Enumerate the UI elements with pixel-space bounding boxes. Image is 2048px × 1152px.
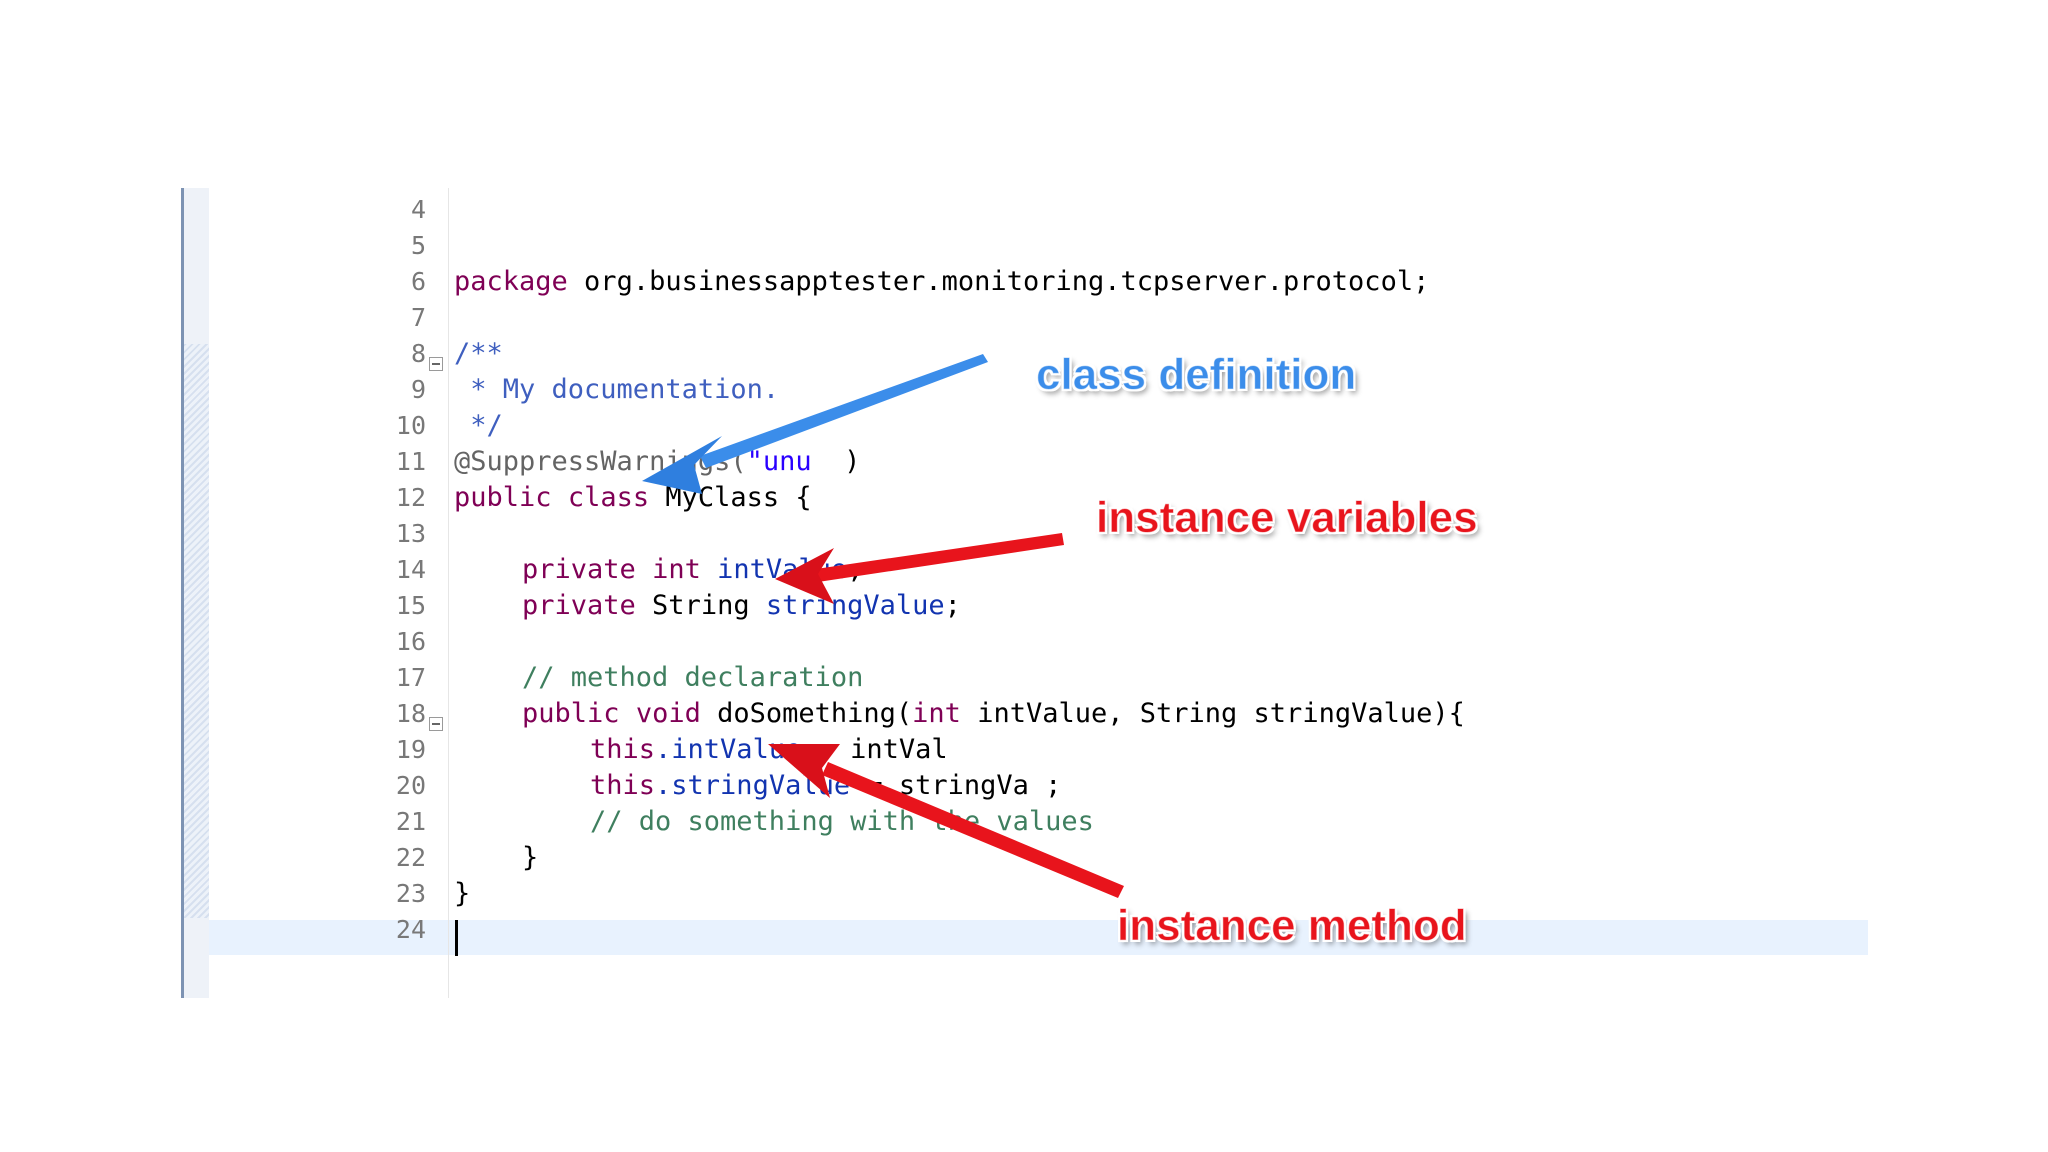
line-number: 13 [395, 519, 426, 548]
keyword: private [522, 590, 636, 621]
keyword: this [590, 734, 656, 765]
keyword: this [590, 770, 656, 801]
line-number: 8 [410, 339, 426, 368]
line-number: 18 [395, 699, 426, 728]
field-name: stringValue [765, 590, 945, 621]
editor-border [181, 188, 184, 998]
red-arrow-icon [775, 533, 1064, 604]
annotation-close: ) [811, 446, 861, 477]
line-number: 19 [395, 735, 426, 764]
red-arrow-icon [768, 744, 1124, 898]
line-number: 9 [410, 375, 426, 404]
code-line-javadoc-open: /** [454, 338, 503, 369]
type-name: String [635, 590, 766, 621]
collapse-icon[interactable] [429, 717, 443, 731]
package-name: org.businessapptester.monitoring.tcpserv… [567, 266, 1430, 297]
class-name: MyClass { [649, 482, 812, 513]
parameters: intValue, String stringValue){ [960, 698, 1465, 729]
line-number: 10 [395, 411, 426, 440]
keyword: public [454, 482, 552, 513]
line-number: 21 [395, 807, 426, 836]
instance-method-label: instance method [1117, 901, 1468, 951]
code-line-class-close: } [454, 878, 471, 909]
semicolon: ; [944, 590, 961, 621]
line-number: 14 [395, 555, 426, 584]
semicolon: ; [1028, 770, 1062, 801]
code-editor[interactable]: 4 5 6 7 8 9 10 11 12 13 14 15 16 17 18 1… [181, 188, 1868, 998]
folding-range-marker [184, 344, 209, 918]
gutter-divider [448, 188, 449, 998]
line-number: 6 [410, 267, 426, 296]
code-line-javadoc-close: */ [454, 410, 503, 441]
line-number: 15 [395, 591, 426, 620]
current-line-highlight [209, 920, 1868, 955]
keyword: int [652, 554, 701, 585]
text-caret [455, 920, 458, 956]
line-number: 17 [395, 663, 426, 692]
line-number: 20 [395, 771, 426, 800]
code-line-package: package org.businessapptester.monitoring… [454, 264, 1429, 300]
keyword: private [522, 554, 636, 585]
code-line-javadoc-text: * My documentation. [454, 374, 780, 405]
code-line-field-string: private String stringValue; [522, 588, 961, 624]
line-number: 5 [410, 231, 426, 260]
line-number: 23 [395, 879, 426, 908]
line-number: 4 [410, 195, 426, 224]
line-number: 24 [395, 915, 426, 944]
instance-variables-label: instance variables [1096, 493, 1479, 543]
keyword: class [567, 482, 650, 513]
keyword: package [454, 266, 568, 297]
keyword: int [912, 698, 961, 729]
keyword: void [635, 698, 701, 729]
class-definition-label: class definition [1035, 350, 1357, 400]
code-line-method-close: } [522, 842, 539, 873]
line-number: 11 [395, 447, 426, 476]
code-line-comment: // do something with the values [590, 806, 1094, 837]
code-line-comment: // method declaration [522, 662, 864, 693]
collapse-icon[interactable] [429, 357, 443, 371]
code-line-method-declaration: public void doSomething(int intValue, St… [522, 696, 1465, 732]
method-name: doSomething( [700, 698, 913, 729]
string-literal: "unu [746, 446, 812, 477]
line-number: 7 [410, 303, 426, 332]
blue-arrow-icon [642, 354, 988, 494]
code-line-class-declaration: public class MyClass { [454, 480, 812, 516]
keyword: public [522, 698, 620, 729]
line-number: 16 [395, 627, 426, 656]
line-number: 22 [395, 843, 426, 872]
line-number: 12 [395, 483, 426, 512]
